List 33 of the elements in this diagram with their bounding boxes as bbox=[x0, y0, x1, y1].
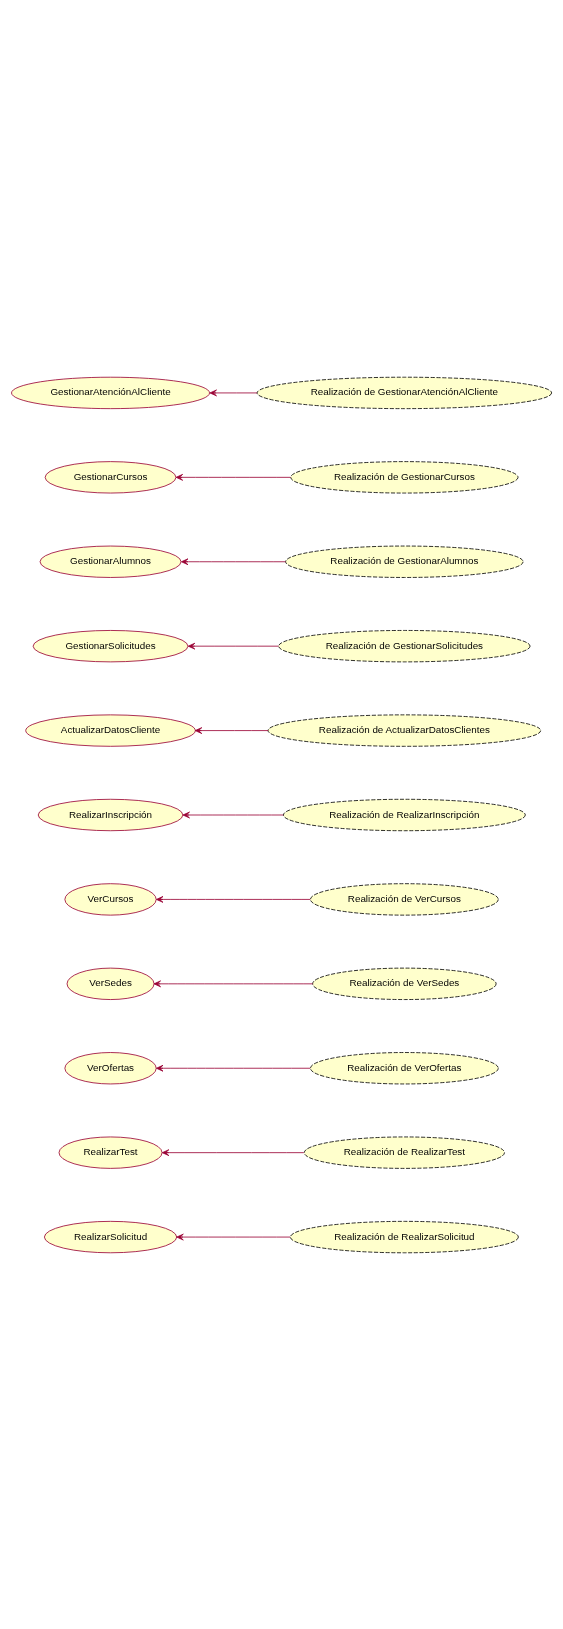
node-ellipse: Realización de VerOfertas bbox=[310, 1051, 499, 1084]
node-ellipse: Realización de GestionarCursos bbox=[290, 460, 519, 493]
arrow bbox=[161, 1148, 305, 1156]
node-ellipse: RealizarSolicitud bbox=[43, 1220, 178, 1253]
node-ellipse: VerOfertas bbox=[64, 1051, 157, 1084]
node-ellipse: Realización de GestionarSolicitudes bbox=[278, 629, 531, 662]
arrow bbox=[175, 473, 291, 481]
arrow bbox=[156, 1064, 311, 1072]
node-ellipse: GestionarAtenciónAlCliente bbox=[11, 376, 210, 409]
node-ellipse: Realización de RealizarTest bbox=[303, 1136, 505, 1169]
node-ellipse: Realización de ActualizarDatosClientes bbox=[267, 713, 542, 747]
node-ellipse: Realización de GestionarAtenciónAlCliente bbox=[256, 376, 553, 409]
node-ellipse: VerSedes bbox=[66, 967, 155, 1000]
arrow bbox=[176, 1233, 291, 1240]
node-ellipse: Realización de VerSedes bbox=[312, 967, 497, 1000]
node-ellipse: GestionarSolicitudes bbox=[32, 629, 189, 662]
arrow bbox=[209, 389, 258, 396]
arrow bbox=[156, 895, 311, 903]
node-ellipse: GestionarAlumnos bbox=[39, 545, 182, 578]
node-ellipse: Realización de GestionarAlumnos bbox=[285, 545, 524, 578]
node-ellipse: Realización de RealizarInscripción bbox=[283, 798, 526, 831]
arrow bbox=[187, 642, 279, 650]
node-ellipse: Realización de VerCursos bbox=[310, 882, 499, 916]
node-ellipse: RealizarInscripción bbox=[37, 798, 184, 831]
arrow bbox=[153, 979, 314, 987]
node-ellipse: VerCursos bbox=[64, 882, 157, 916]
arrow bbox=[194, 726, 269, 734]
node-ellipse: ActualizarDatosCliente bbox=[25, 713, 196, 747]
node-ellipse: RealizarTest bbox=[58, 1136, 163, 1169]
node-ellipse: Realización de RealizarSolicitud bbox=[289, 1220, 519, 1253]
arrow bbox=[181, 557, 286, 565]
node-ellipse: GestionarCursos bbox=[44, 460, 177, 493]
arrow bbox=[182, 811, 284, 818]
